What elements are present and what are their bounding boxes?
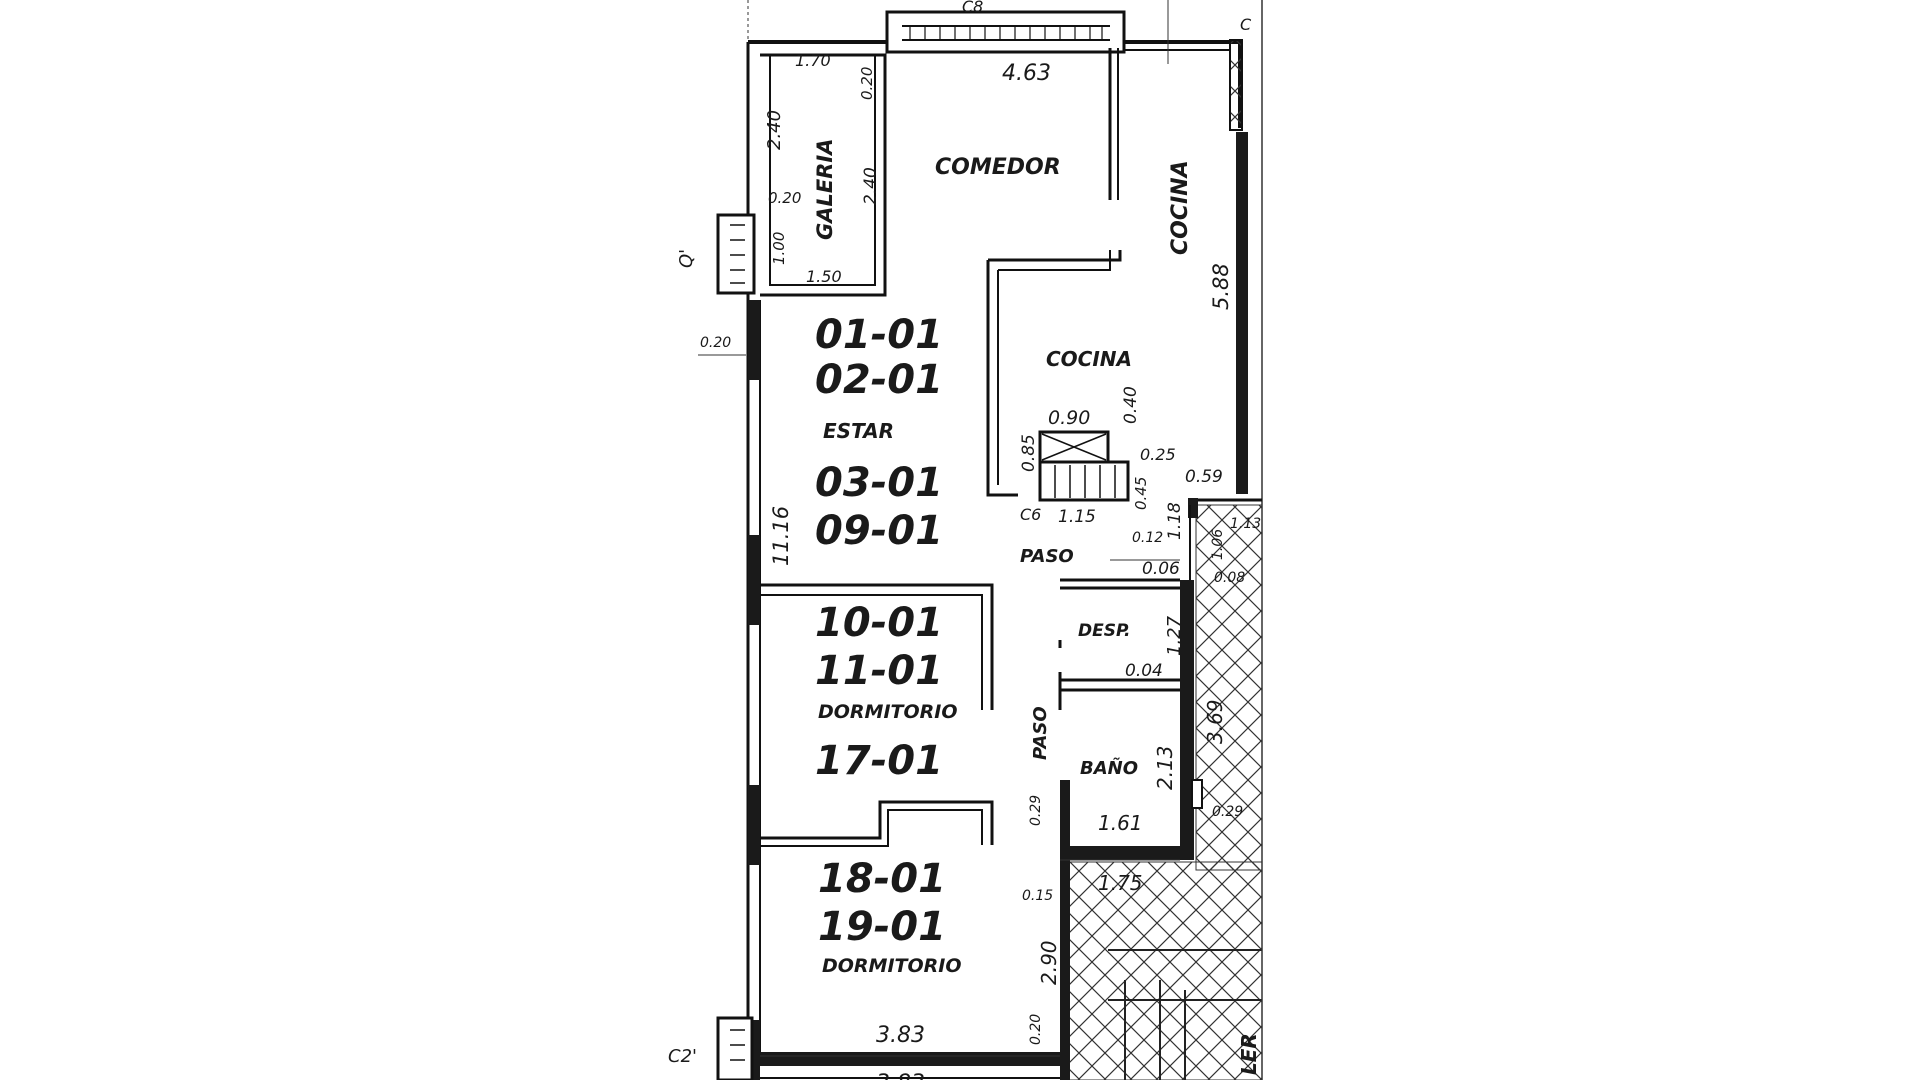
dim-label: 4.63 (1002, 61, 1051, 86)
dim-label: 0.04 (1125, 661, 1163, 681)
dim-label: 3.83 (876, 1071, 925, 1080)
dim-label: 2.40 (764, 110, 785, 150)
dim-label: 1.13 (1230, 516, 1261, 532)
dim-label: 0.90 (1048, 407, 1090, 429)
top-window-c8 (885, 10, 1126, 54)
dimension-labels: 4.63 1.70 0.20 2.40 2.40 0.20 1.00 1.50 … (700, 51, 1261, 1080)
room-label-estar: ESTAR (823, 419, 894, 443)
dim-label: 0.06 (1142, 559, 1180, 579)
dim-label: 1.61 (1098, 811, 1143, 835)
dim-label: 1.27 (1164, 615, 1185, 656)
stair-steps (1108, 949, 1262, 1080)
dim-label: 1.50 (806, 267, 842, 286)
unit-codes: 01-01 02-01 03-01 09-01 10-01 11-01 17-0… (815, 312, 946, 950)
room-label-partial-right: LER (1237, 1033, 1261, 1075)
column-c2 (716, 1016, 754, 1080)
dim-label: 2.40 (861, 167, 881, 205)
dim-label: 2.13 (1153, 745, 1177, 790)
unit-code: 01-01 (815, 312, 943, 358)
unit-code: 18-01 (818, 856, 946, 902)
marker-c8: C8 (962, 0, 983, 16)
room-label-galeria: GALERIA (813, 139, 837, 240)
room-label-paso-2: PASO (1030, 706, 1051, 760)
dim-label: 1.00 (770, 232, 788, 265)
unit-code: 09-01 (815, 508, 943, 554)
room-label-dormitorio-2: DORMITORIO (822, 955, 962, 977)
unit-code: 11-01 (815, 648, 943, 694)
dim-label: 11.16 (769, 506, 793, 566)
unit-code: 02-01 (815, 357, 943, 403)
dim-label: 1.15 (1058, 507, 1096, 527)
dim-label: 0.29 (1028, 795, 1044, 826)
hatched-area-stair-lower (1067, 861, 1263, 1080)
room-label-cocina-inner: COCINA (1046, 347, 1132, 371)
dim-label: 0.59 (1185, 467, 1223, 487)
room-label-desp: DESP. (1078, 621, 1131, 641)
dim-label: 0.20 (700, 335, 731, 351)
dim-label: 0.15 (1022, 888, 1053, 904)
dim-label: 1.06 (1210, 529, 1226, 560)
column-q1 (716, 213, 756, 295)
dim-label: 0.40 (1121, 386, 1141, 424)
room-label-bano: BAÑO (1080, 756, 1138, 779)
unit-code: 03-01 (815, 460, 943, 506)
dim-label: 0.20 (858, 67, 876, 100)
dim-label: 0.12 (1132, 530, 1163, 546)
marker-c6: C6 (1020, 505, 1041, 524)
dim-label: 0.20 (768, 189, 801, 207)
dim-label: 0.85 (1019, 434, 1039, 472)
dim-label: 3.83 (876, 1023, 925, 1048)
unit-code: 17-01 (815, 738, 943, 784)
dim-label: 0.45 (1132, 477, 1150, 510)
dim-label: 5.88 (1209, 263, 1233, 310)
hatched-area-stair-upper (1195, 504, 1263, 871)
room-labels: COMEDOR GALERIA COCINA COCINA ESTAR PASO… (813, 139, 1261, 1075)
room-label-paso-1: PASO (1020, 546, 1074, 567)
marker-q1: Q' (676, 249, 697, 268)
marker-c2: C2' (668, 1046, 697, 1067)
room-label-comedor: COMEDOR (935, 155, 1061, 180)
dim-label: 0.25 (1140, 445, 1176, 464)
markers: C8 C Q' C6 C2' (668, 0, 1252, 1067)
marker-c: C (1240, 15, 1252, 34)
dim-label: 0.08 (1214, 570, 1245, 586)
dim-label: 3.69 (1203, 699, 1227, 744)
dimension-lines (698, 0, 1180, 1057)
dim-label: 0.29 (1212, 804, 1243, 820)
unit-code: 19-01 (818, 904, 946, 950)
unit-code: 10-01 (815, 600, 943, 646)
dim-label: 1.70 (795, 51, 831, 70)
dim-label: 0.20 (1028, 1014, 1044, 1045)
dim-label: 1.75 (1098, 871, 1143, 895)
room-label-cocina-outer: COCINA (1168, 160, 1193, 255)
room-label-dormitorio-1: DORMITORIO (818, 701, 958, 723)
dim-label: 2.90 (1037, 940, 1061, 985)
dim-label: 1.18 (1165, 502, 1185, 540)
